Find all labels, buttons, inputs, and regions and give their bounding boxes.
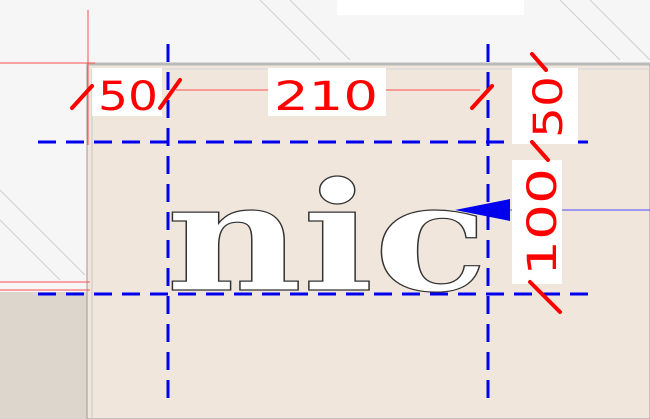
dimension-ticks (70, 52, 562, 314)
dimension-text-height[interactable]: 100 (520, 168, 566, 276)
blue-guides (38, 44, 598, 400)
arrow-icon[interactable] (455, 199, 510, 221)
dimension-left-margin[interactable]: 50 (98, 74, 158, 120)
dimension-text-width[interactable]: 210 (274, 74, 378, 120)
top-strip (337, 0, 524, 15)
label-backgrounds (92, 68, 578, 284)
artwork-text[interactable]: nic (165, 149, 488, 326)
dimension-right-margin[interactable]: 50 (526, 76, 572, 138)
hatch-lines (0, 0, 650, 281)
side-panel (0, 292, 88, 419)
